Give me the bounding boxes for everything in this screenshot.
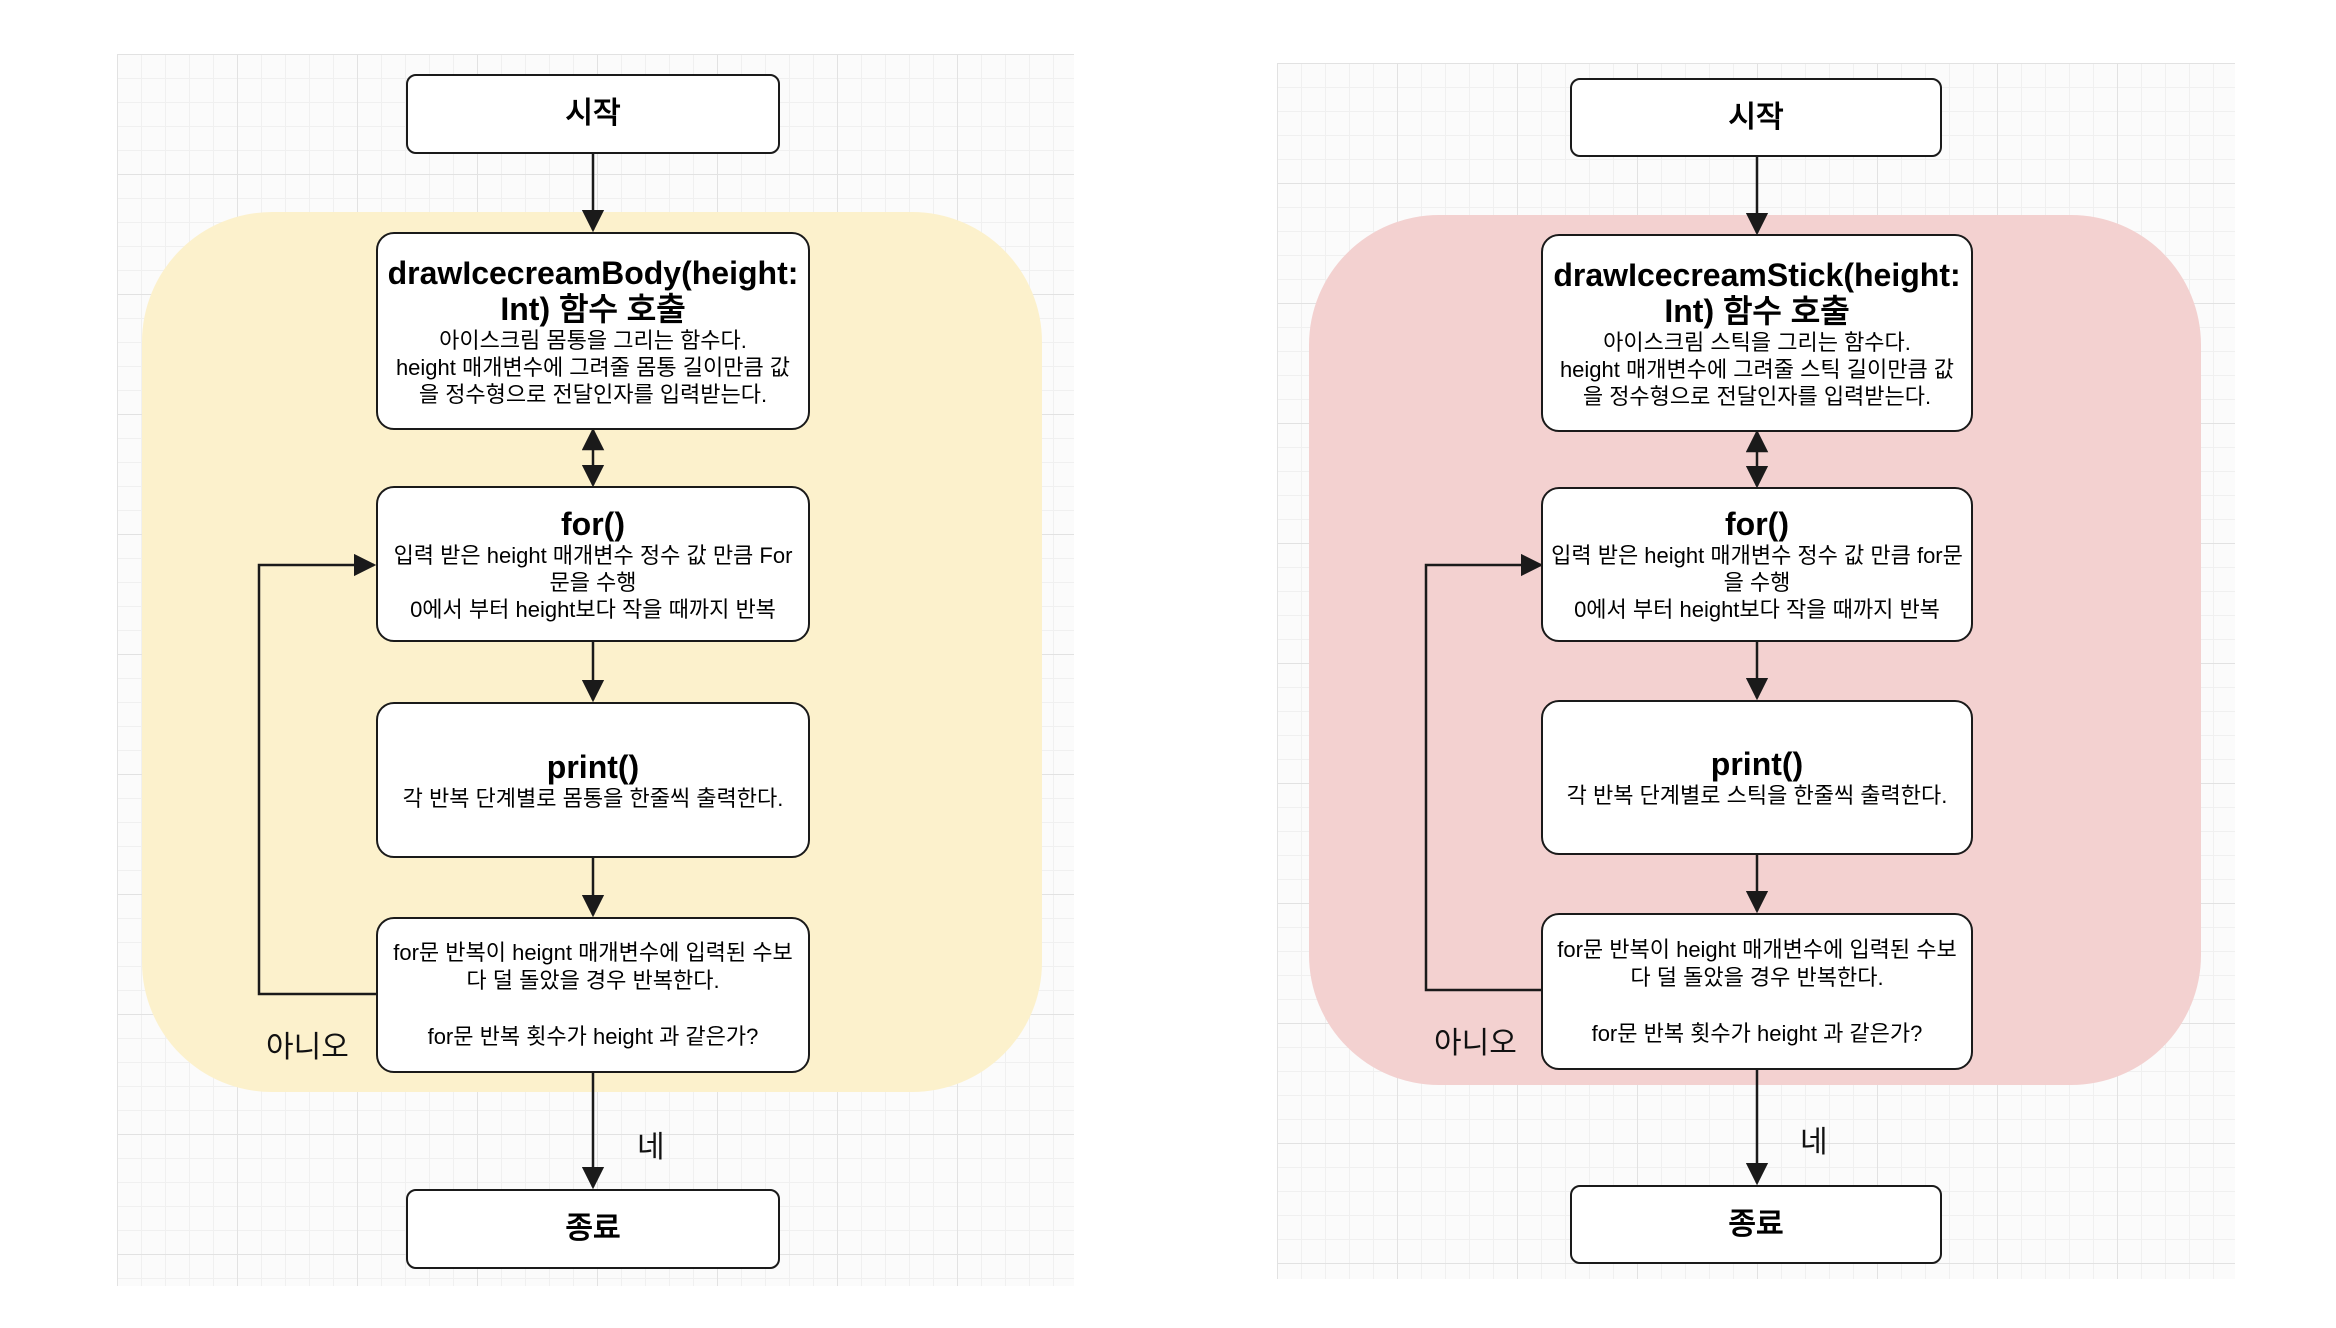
right-end-label: 종료 — [1728, 1207, 1784, 1241]
left-for-title: for() — [561, 505, 625, 542]
right-for-desc: 입력 받은 height 매개변수 정수 값 만큼 for문을 수행 0에서 부… — [1551, 543, 1963, 622]
right-function-title: drawIcecreamStick(height: Int) 함수 호출 — [1553, 256, 1961, 329]
right-no-label: 아니오 — [1434, 1027, 1517, 1060]
left-function-desc: 아이스크림 몸통을 그리는 함수다. height 매개변수에 그려줄 몸통 길… — [395, 327, 791, 407]
left-print-desc: 각 반복 단계별로 몸통을 한줄씩 출력한다. — [402, 785, 784, 811]
left-decision-node: for문 반복이 heignt 매개변수에 입력된 수보다 덜 돌았을 경우 반… — [376, 917, 810, 1073]
right-decision-node: for문 반복이 height 매개변수에 입력된 수보다 덜 돌았을 경우 반… — [1541, 913, 1973, 1070]
right-print-desc: 각 반복 단계별로 스틱을 한줄씩 출력한다. — [1566, 783, 1948, 808]
right-function-call-node: drawIcecreamStick(height: Int) 함수 호출 아이스… — [1541, 234, 1973, 432]
left-print-node: print() 각 반복 단계별로 몸통을 한줄씩 출력한다. — [376, 702, 810, 858]
left-function-title: drawIcecreamBody(height: Int) 함수 호출 — [387, 254, 799, 327]
left-end-label: 종료 — [565, 1212, 621, 1245]
left-no-label: 아니오 — [266, 1031, 349, 1064]
right-for-node: for() 입력 받은 height 매개변수 정수 값 만큼 for문을 수행… — [1541, 487, 1973, 642]
left-print-title: print() — [546, 748, 640, 785]
left-end-node: 종료 — [406, 1189, 780, 1269]
left-decision-desc: for문 반복이 heignt 매개변수에 입력된 수보다 덜 돌았을 경우 반… — [393, 940, 793, 1049]
right-for-title: for() — [1725, 506, 1789, 542]
right-print-title: print() — [1710, 746, 1804, 782]
right-start-label: 시작 — [1728, 100, 1784, 134]
left-yes-label: 네 — [637, 1131, 665, 1164]
right-start-node: 시작 — [1570, 78, 1942, 157]
right-function-desc: 아이스크림 스틱을 그리는 함수다. height 매개변수에 그려줄 스틱 길… — [1559, 329, 1955, 409]
left-for-desc: 입력 받은 height 매개변수 정수 값 만큼 For문을 수행 0에서 부… — [393, 542, 793, 622]
right-yes-label: 네 — [1800, 1126, 1828, 1159]
left-for-node: for() 입력 받은 height 매개변수 정수 값 만큼 For문을 수행… — [376, 486, 810, 642]
left-function-call-node: drawIcecreamBody(height: Int) 함수 호출 아이스크… — [376, 232, 810, 430]
right-decision-desc: for문 반복이 height 매개변수에 입력된 수보다 덜 돌았을 경우 반… — [1557, 936, 1957, 1046]
right-print-node: print() 각 반복 단계별로 스틱을 한줄씩 출력한다. — [1541, 700, 1973, 855]
right-end-node: 종료 — [1570, 1185, 1942, 1264]
left-start-label: 시작 — [565, 97, 621, 130]
left-start-node: 시작 — [406, 74, 780, 154]
